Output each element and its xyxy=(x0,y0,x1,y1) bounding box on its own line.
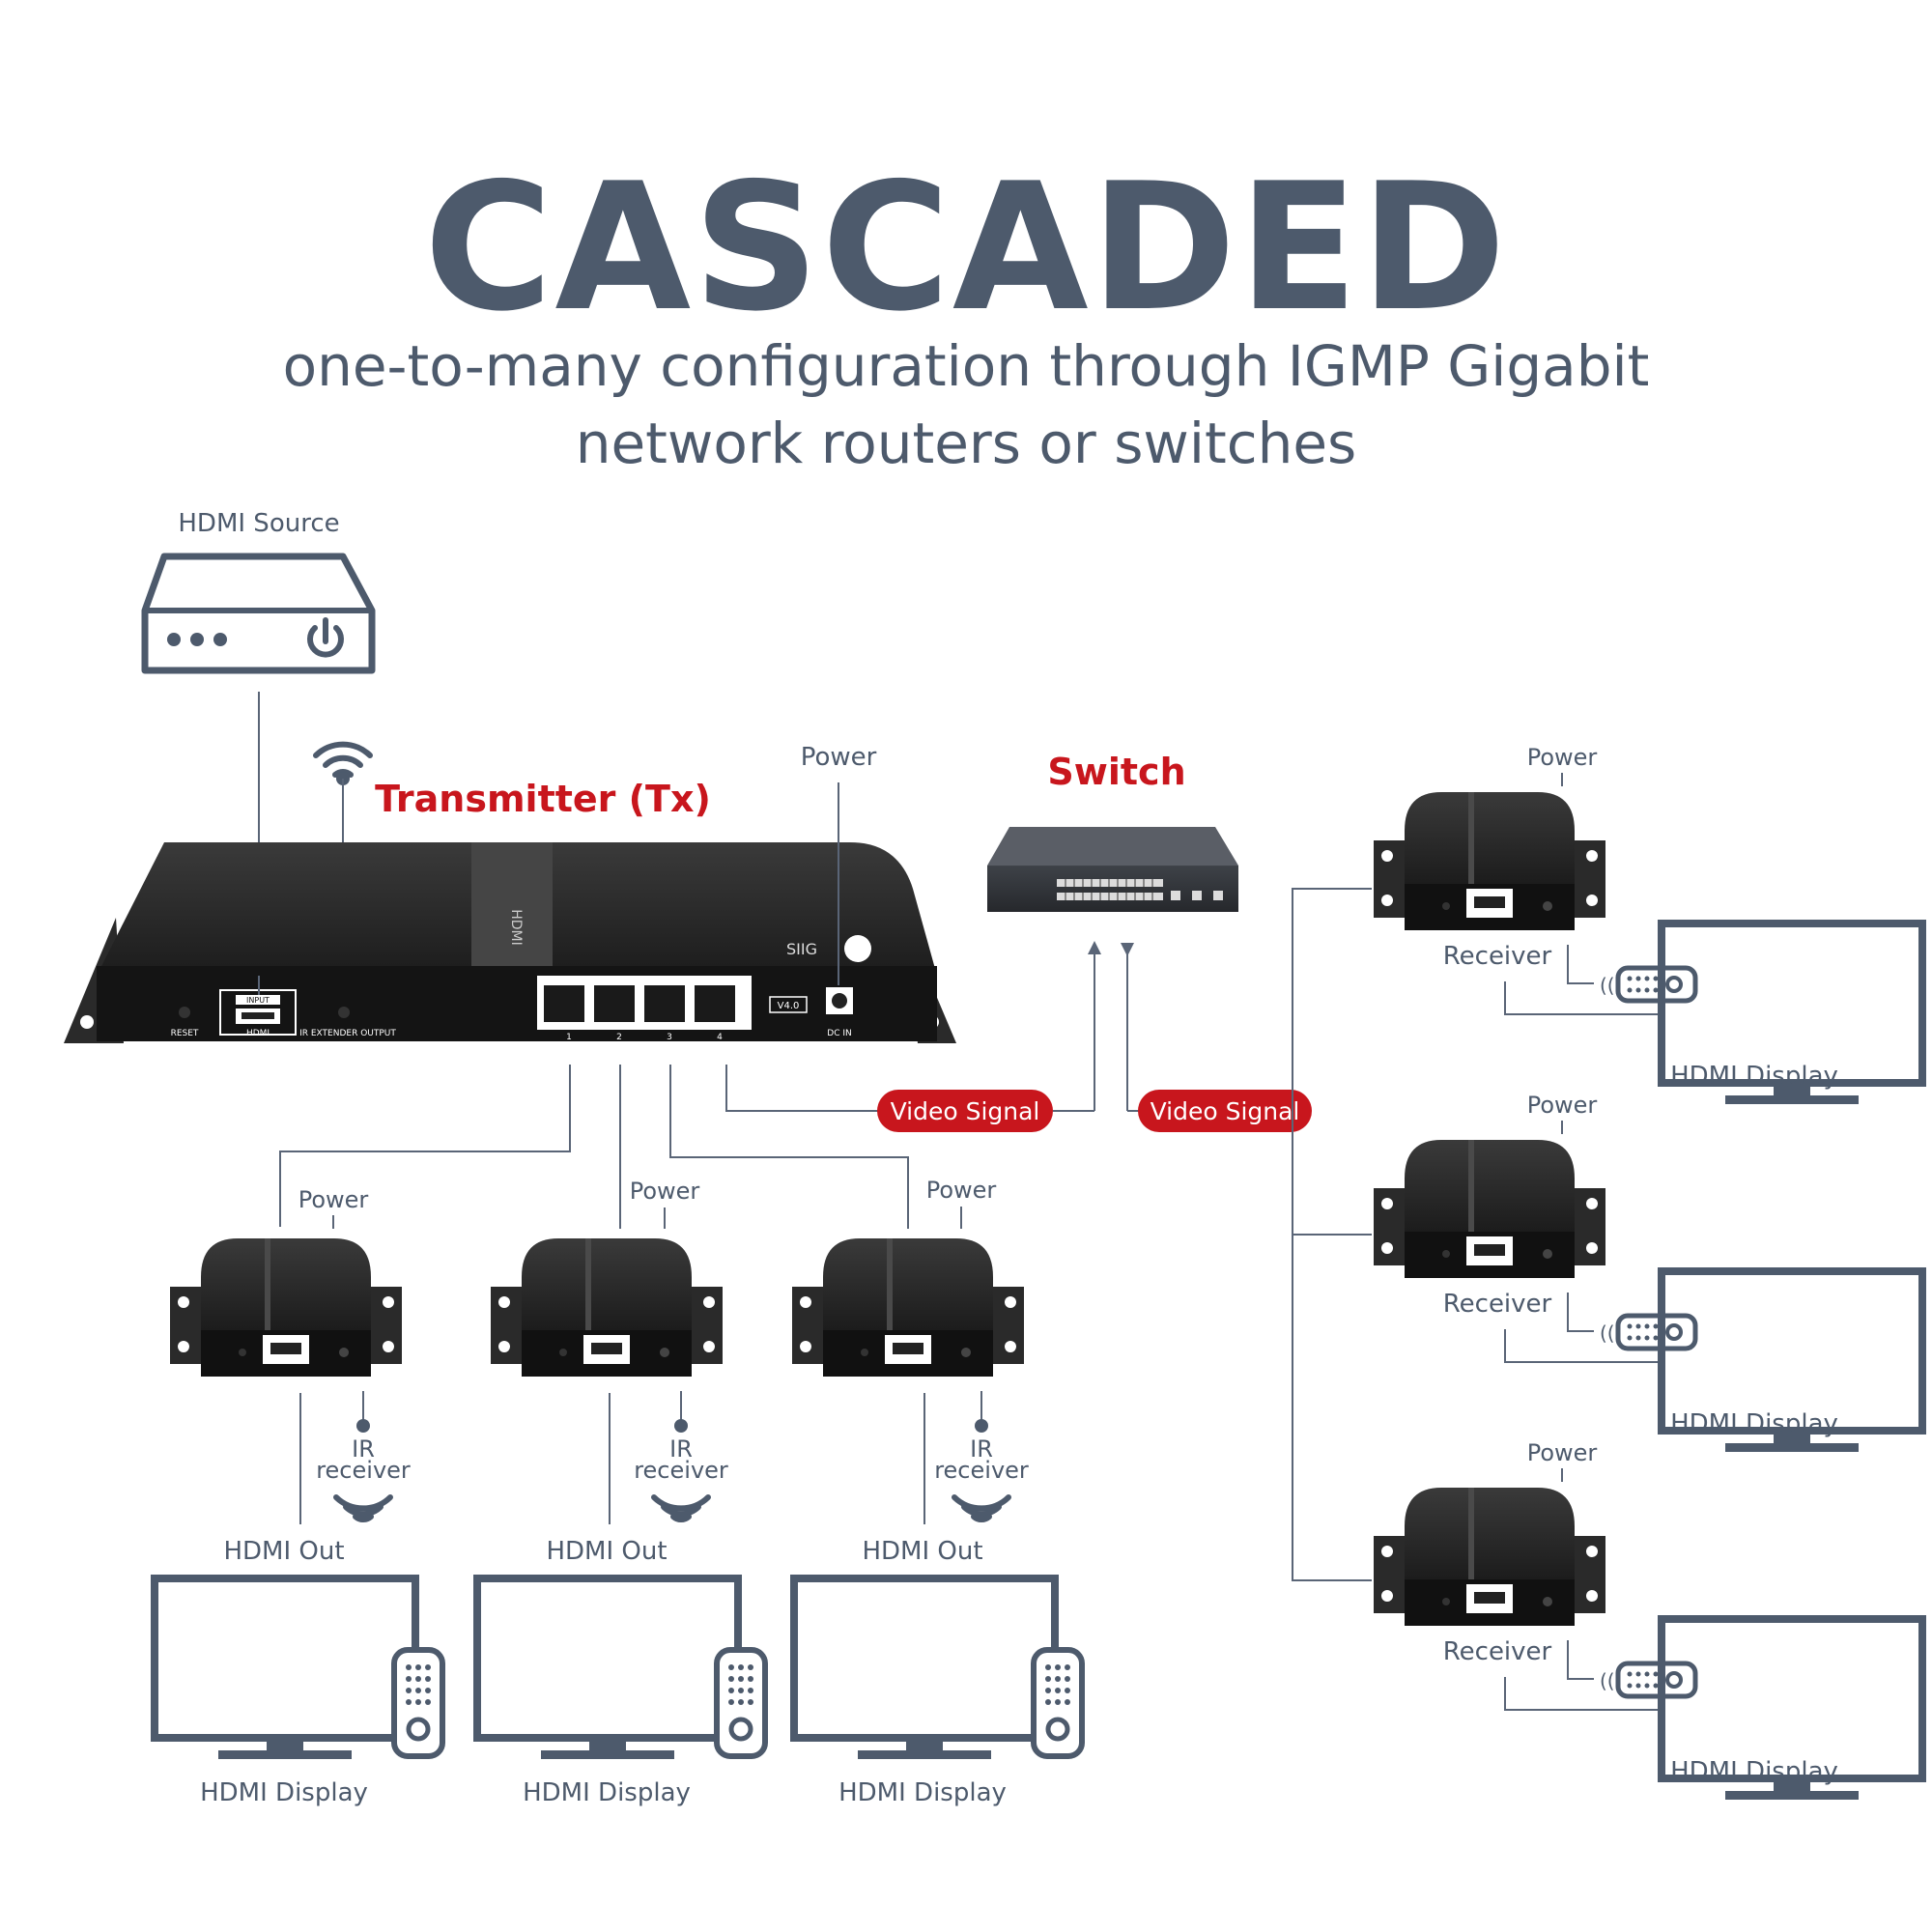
right-rx1-display-label: HDMI Display xyxy=(1670,1062,1838,1091)
ir-signal-icon xyxy=(316,745,370,775)
switch-label: Switch xyxy=(1047,751,1185,793)
bottom-rx1-ir-label-2: receiver xyxy=(316,1457,411,1484)
tx-reset-label: RESET xyxy=(171,1029,199,1038)
svg-text:Video Signal: Video Signal xyxy=(1151,1097,1300,1125)
siig-logo xyxy=(844,935,871,962)
tx-port-1: 1 xyxy=(566,1033,572,1042)
bottom-rx1-tv-icon xyxy=(155,1578,415,1759)
tx-port-2: 2 xyxy=(616,1033,622,1042)
bottom-rx1-ir-signal-icon xyxy=(336,1497,390,1520)
video-signal-pill-1: Video Signal xyxy=(877,1090,1053,1132)
bottom-rx3-remote-icon xyxy=(1034,1650,1082,1756)
tx-hdmi-label: HDMI xyxy=(246,1029,270,1038)
tx-port-3: 3 xyxy=(667,1033,672,1042)
transmitter-label: Transmitter (Tx) xyxy=(375,778,711,820)
subtitle-line-1: one-to-many configuration through IGMP G… xyxy=(282,333,1650,399)
bottom-rx3-ir-label-2: receiver xyxy=(934,1457,1029,1484)
right-rx1-receiver-label: Receiver xyxy=(1443,942,1552,971)
right-receiver-1 xyxy=(1374,792,1605,930)
bottom-receiver-2 xyxy=(491,1238,723,1377)
tx-dcin-label: DC IN xyxy=(827,1029,851,1038)
tx-port-4: 4 xyxy=(717,1033,723,1042)
tx-version-label: V4.0 xyxy=(778,1001,800,1011)
tx-input-label: INPUT xyxy=(246,996,270,1005)
right-rx1-power-label: Power xyxy=(1527,744,1598,771)
right-rx1-ir-wave-icon: (( xyxy=(1600,974,1615,997)
bottom-rx2-power-label: Power xyxy=(630,1178,700,1205)
bottom-rx2-ir-signal-icon xyxy=(654,1497,708,1520)
tx-power-label: Power xyxy=(801,743,877,772)
bottom-rx3-display-label: HDMI Display xyxy=(838,1778,1007,1807)
bottom-rx2-display-label: HDMI Display xyxy=(523,1778,691,1807)
bottom-rx2-tv-icon xyxy=(477,1578,738,1759)
bottom-rx1-display-label: HDMI Display xyxy=(200,1778,368,1807)
right-rx3-display-label: HDMI Display xyxy=(1670,1757,1838,1786)
right-rx2-remote-icon xyxy=(1618,1316,1695,1349)
hdmi-source-icon xyxy=(141,553,376,674)
svg-text:Video Signal: Video Signal xyxy=(891,1097,1040,1125)
bottom-rx3-power-label: Power xyxy=(926,1177,997,1204)
video-signal-pill-2: Video Signal xyxy=(1138,1090,1312,1132)
bottom-rx2-hdmi-out-label: HDMI Out xyxy=(546,1537,667,1566)
bottom-rx3-ir-signal-icon xyxy=(954,1497,1009,1520)
main-title: CASCADED xyxy=(423,145,1509,350)
transmitter-device: HDMI RESET INPUT HDMI IR EXTENDER OUTPUT… xyxy=(64,842,956,1043)
right-rx3-remote-icon xyxy=(1618,1663,1695,1696)
tx-model-text: HDMI xyxy=(508,909,524,946)
right-rx1-remote-icon xyxy=(1618,968,1695,1001)
right-receiver-2 xyxy=(1374,1140,1605,1278)
right-rx2-receiver-label: Receiver xyxy=(1443,1290,1552,1319)
tx-brand-text: SIIG xyxy=(786,940,817,958)
bottom-receiver-1 xyxy=(170,1238,402,1377)
right-rx3-power-label: Power xyxy=(1527,1439,1598,1466)
subtitle-line-2: network routers or switches xyxy=(575,411,1357,476)
bottom-rx1-remote-icon xyxy=(394,1650,442,1756)
right-rx3-receiver-label: Receiver xyxy=(1443,1637,1552,1666)
right-rx2-power-label: Power xyxy=(1527,1092,1598,1119)
right-rx2-display-label: HDMI Display xyxy=(1670,1409,1838,1438)
tx-ir-ext-label: IR EXTENDER OUTPUT xyxy=(299,1029,396,1038)
bottom-rx2-remote-icon xyxy=(717,1650,765,1756)
bottom-rx3-tv-icon xyxy=(794,1578,1055,1759)
bottom-rx2-ir-label-1: IR xyxy=(669,1435,693,1463)
bottom-rx1-ir-label-1: IR xyxy=(352,1435,375,1463)
bottom-rx2-ir-label-2: receiver xyxy=(634,1457,728,1484)
bottom-rx1-hdmi-out-label: HDMI Out xyxy=(223,1537,344,1566)
bottom-rx3-ir-label-1: IR xyxy=(970,1435,993,1463)
bottom-rx1-power-label: Power xyxy=(298,1186,369,1213)
right-rx2-ir-wave-icon: (( xyxy=(1600,1321,1615,1345)
bottom-receiver-3 xyxy=(792,1238,1024,1377)
network-switch xyxy=(987,827,1238,912)
right-rx3-ir-wave-icon: (( xyxy=(1600,1669,1615,1692)
right-receiver-3 xyxy=(1374,1488,1605,1626)
bottom-rx3-hdmi-out-label: HDMI Out xyxy=(862,1537,982,1566)
hdmi-source-label: HDMI Source xyxy=(178,509,339,538)
